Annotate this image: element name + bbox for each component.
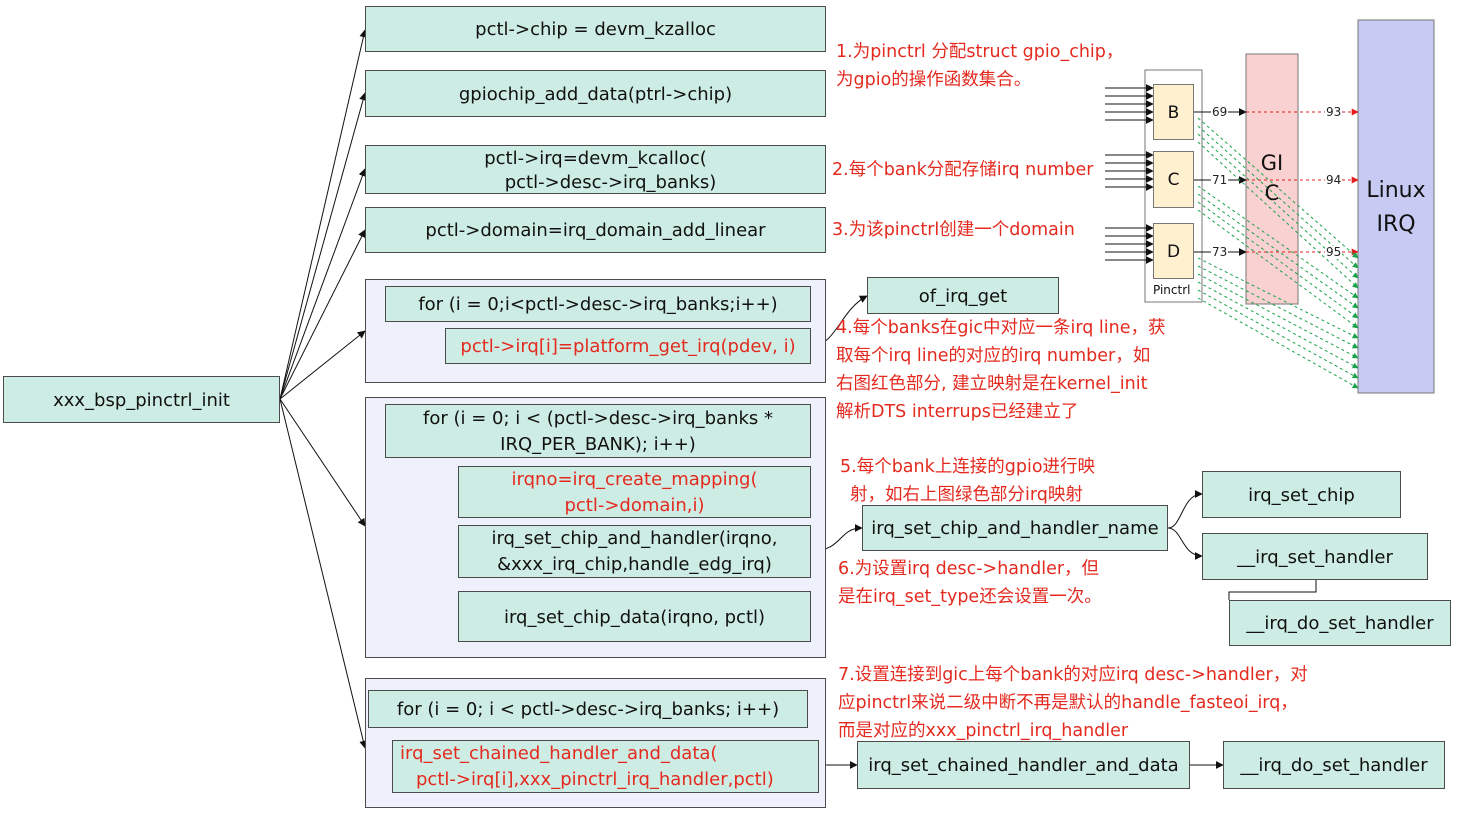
irq-do-set-handler-box[interactable]: __irq_do_set_handler	[1229, 600, 1451, 646]
loop-get-irq-head[interactable]: for (i = 0;i<pctl->desc->irq_banks;i++)	[385, 286, 811, 322]
bank-c-block: C	[1153, 151, 1194, 208]
irq-set-chip-and-handler-line2: &xxx_irq_chip,handle_edg_irq)	[497, 554, 772, 575]
linux-number-93: 93	[1325, 105, 1343, 119]
gic-number-73: 73	[1211, 245, 1229, 259]
irq-set-chained-handler-box[interactable]: irq_set_chained_handler_and_data( pctl->…	[392, 740, 819, 793]
note-7-line1: 7.设置连接到gic上每个bank的对应irq desc->handler，对	[838, 665, 1308, 685]
gic-label-line2: C	[1264, 181, 1280, 205]
loop-map-gpio-head[interactable]: for (i = 0; i < (pctl->desc->irq_banks *…	[385, 404, 811, 458]
bank-d-block: D	[1153, 223, 1194, 279]
platform-get-irq-box[interactable]: pctl->irq[i]=platform_get_irq(pdev, i)	[445, 328, 811, 364]
loop-map-gpio-head-line1: for (i = 0; i < (pctl->desc->irq_banks *	[422, 408, 773, 429]
note-6: 6.为设置irq desc->handler，但 是在irq_set_type还…	[838, 555, 1102, 611]
note-4-line2: 取每个irq line的对应的irq number，如	[836, 346, 1151, 366]
irq-set-chip-and-handler-line1: irq_set_chip_and_handler(irqno,	[491, 528, 778, 549]
gic-label-line1: GI	[1260, 151, 1284, 175]
note-4-line1: 4.每个banks在gic中对应一条irq line，获	[836, 318, 1166, 338]
note-3: 3.为该pinctrl创建一个domain	[832, 220, 1075, 240]
bank-b-block: B	[1153, 84, 1194, 140]
alloc-irq-box[interactable]: pctl->irq=devm_kcalloc( pctl->desc->irq_…	[365, 145, 826, 194]
irq-set-chained-handler-line1: irq_set_chained_handler_and_data(	[400, 743, 718, 764]
gic-to-linux-red-arrows	[1246, 108, 1359, 256]
gic-number-71: 71	[1211, 173, 1229, 187]
alloc-chip-box[interactable]: pctl->chip = devm_kzalloc	[365, 6, 826, 52]
linux-irq-label-line1: Linux	[1366, 178, 1426, 203]
linux-number-95: 95	[1325, 245, 1343, 259]
note-5-line2: 射，如右上图绿色部分irq映射	[850, 485, 1083, 505]
alloc-irq-line2: pctl->desc->irq_banks)	[504, 172, 717, 193]
note-1-line2: 为gpio的操作函数集合。	[836, 70, 1032, 90]
irq-create-mapping-box[interactable]: irqno=irq_create_mapping( pctl->domain,i…	[458, 466, 811, 518]
note-2: 2.每个bank分配存储irq number	[832, 160, 1094, 180]
note-6-line2: 是在irq_set_type还会设置一次。	[838, 587, 1102, 607]
note-1-line1: 1.为pinctrl 分配struct gpio_chip，	[836, 42, 1124, 62]
gpio-input-arrows	[1105, 84, 1154, 264]
irq-create-mapping-line1: irqno=irq_create_mapping(	[511, 469, 758, 490]
irq-domain-box[interactable]: pctl->domain=irq_domain_add_linear	[365, 207, 826, 253]
alloc-irq-line1: pctl->irq=devm_kcalloc(	[484, 148, 707, 169]
note-1: 1.为pinctrl 分配struct gpio_chip， 为gpio的操作函…	[836, 38, 1123, 94]
irq-set-chained-handler-line2: pctl->irq[i],xxx_pinctrl_irq_handler,pct…	[416, 769, 774, 790]
note-5-line1: 5.每个bank上连接的gpio进行映	[840, 457, 1096, 477]
irq-set-chip-and-handler-name-box[interactable]: irq_set_chip_and_handler_name	[862, 505, 1168, 551]
note-7-line3: 而是对应的xxx_pinctrl_irq_handler	[838, 721, 1129, 741]
note-4: 4.每个banks在gic中对应一条irq line，获 取每个irq line…	[836, 314, 1165, 426]
pinctrl-label: Pinctrl	[1153, 283, 1191, 297]
note-7-line2: 应pinctrl来说二级中断不再是默认的handle_fasteoi_irq，	[838, 693, 1298, 713]
irq-set-chained-handler-and-data-box[interactable]: irq_set_chained_handler_and_data	[857, 741, 1190, 789]
note-5: 5.每个bank上连接的gpio进行映 射，如右上图绿色部分irq映射	[840, 453, 1095, 509]
gic-block	[1245, 53, 1299, 305]
gpiochip-add-data-box[interactable]: gpiochip_add_data(ptrl->chip)	[365, 70, 826, 117]
call-arrows	[810, 295, 1317, 769]
irq-set-handler-box[interactable]: __irq_set_handler	[1202, 533, 1428, 580]
of-irq-get-box[interactable]: of_irq_get	[867, 277, 1059, 314]
note-4-line3: 右图红色部分, 建立映射是在kernel_init	[836, 374, 1148, 394]
linux-irq-label-line2: IRQ	[1376, 212, 1416, 237]
loop-map-gpio-head-line2: IRQ_PER_BANK); i++)	[500, 434, 696, 455]
gpio-to-linux-green-arrows	[1197, 117, 1359, 389]
note-4-line4: 解析DTS interrups已经建立了	[836, 402, 1079, 422]
gic-label: GI C	[1246, 148, 1298, 208]
irq-do-set-handler-box-2[interactable]: __irq_do_set_handler	[1223, 741, 1445, 789]
linux-irq-block	[1357, 19, 1435, 394]
irq-set-chip-data-box[interactable]: irq_set_chip_data(irqno, pctl)	[458, 591, 811, 642]
loop-chained-handler-head[interactable]: for (i = 0; i < pctl->desc->irq_banks; i…	[368, 690, 808, 728]
note-6-line1: 6.为设置irq desc->handler，但	[838, 559, 1100, 579]
linux-irq-label: Linux IRQ	[1358, 174, 1434, 242]
note-7: 7.设置连接到gic上每个bank的对应irq desc->handler，对 …	[838, 661, 1308, 745]
gic-number-69: 69	[1211, 105, 1229, 119]
irq-create-mapping-line2: pctl->domain,i)	[564, 495, 705, 516]
irq-set-chip-and-handler-box[interactable]: irq_set_chip_and_handler(irqno, &xxx_irq…	[458, 525, 811, 578]
linux-number-94: 94	[1325, 173, 1343, 187]
init-function-box[interactable]: xxx_bsp_pinctrl_init	[3, 376, 280, 423]
init-fanout-arrows	[279, 29, 368, 749]
irq-set-chip-box[interactable]: irq_set_chip	[1202, 471, 1401, 518]
